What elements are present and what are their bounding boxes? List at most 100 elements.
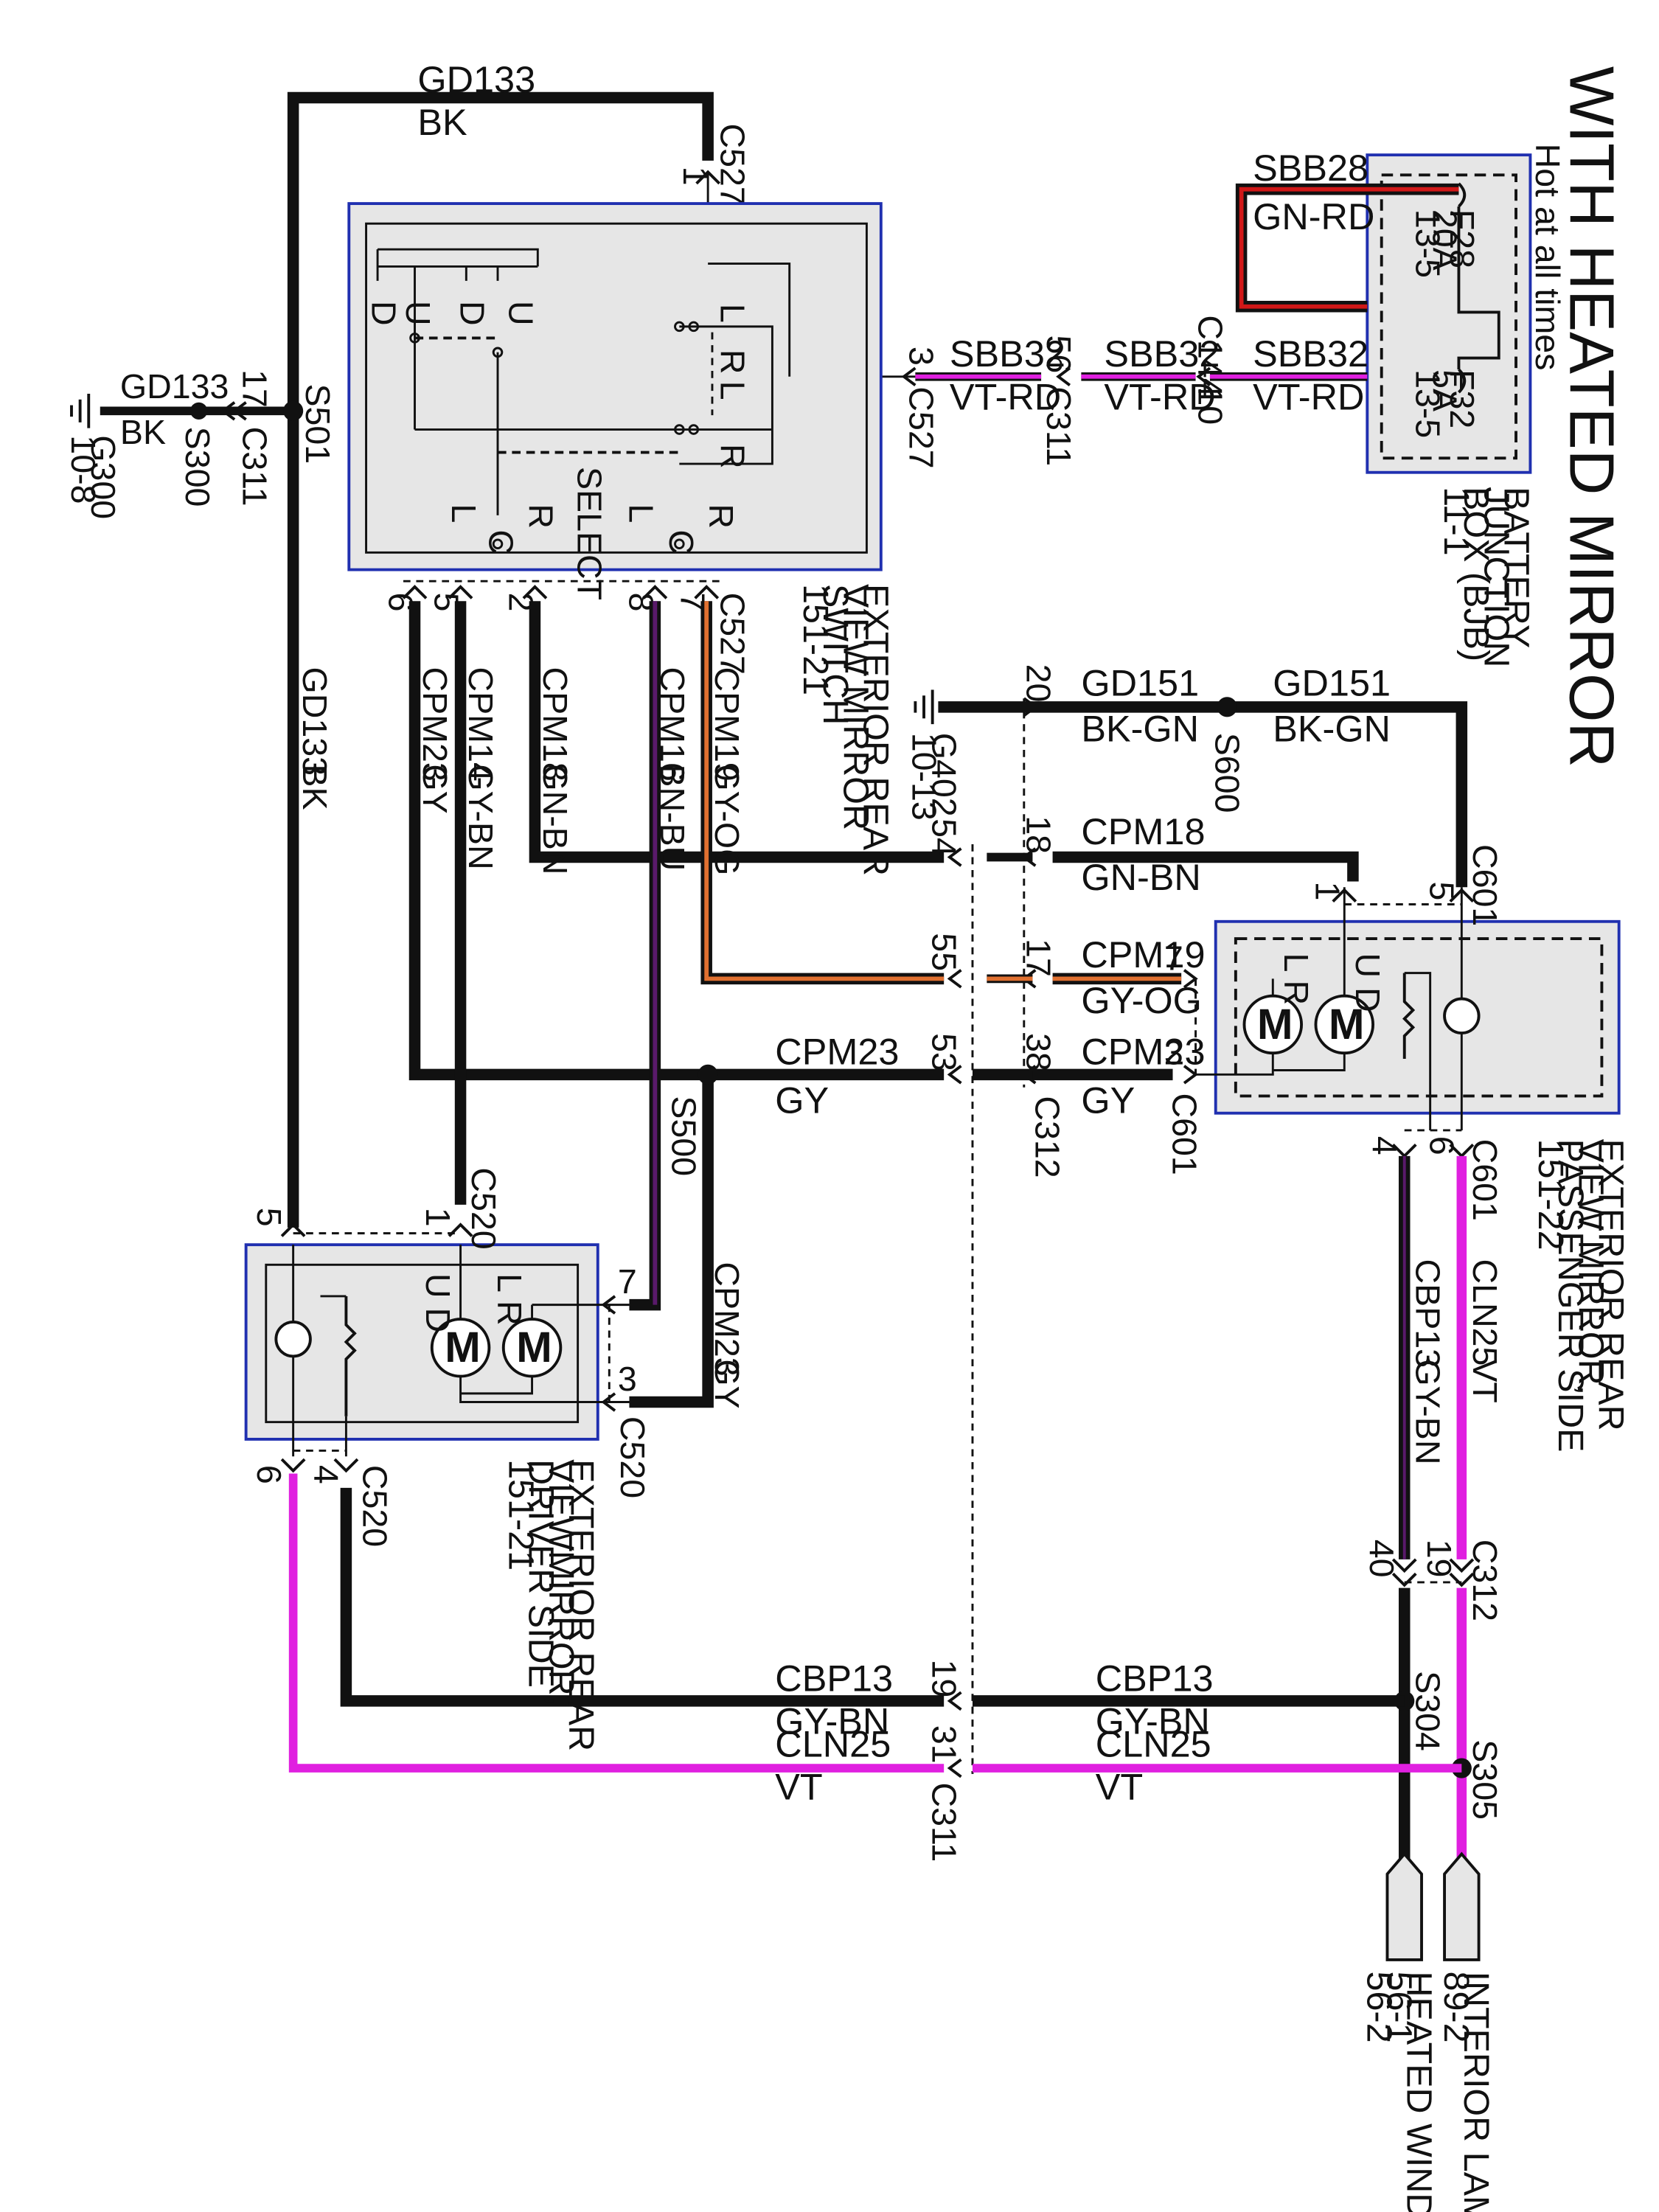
interior-lamps-ref: 89-2 [1436,1971,1476,2042]
c520-connector-bottom: C520 [356,1465,394,1547]
s600-splice: S600 [1208,733,1247,813]
driver-lr-label: L R [490,1273,529,1326]
passenger-mirror [1195,887,1621,1130]
switch-u-2: U [502,301,540,326]
c520-pin5: 5 [250,1208,288,1227]
bkgn-label-2: BK-GN [1273,707,1391,749]
vt-label-horiz-1: VT [775,1766,822,1808]
switch-l-1: L [714,304,752,323]
c312-pin18: 18 [1020,815,1058,854]
c601-connector-bottom: C601 [1466,1139,1504,1221]
cpm14-label: CPM14 [462,667,500,782]
driver-ref: 151-21 [501,1459,541,1571]
gd151-label-1: GD151 [1081,661,1199,703]
cpm19-label-vert: CPM19 [708,667,746,782]
switch-d-2: D [453,301,492,326]
wire-cpm16 [629,601,661,1311]
gyog-label-vert: GY-OG [708,764,746,875]
s300-splice: S300 [178,427,217,507]
gnbn-label-vert: GN-BN [536,764,574,874]
bk-label-vert: BK [296,764,334,810]
c601-connector-left: C601 [1166,1093,1204,1175]
bk-label-ground: BK [120,413,166,451]
fuse-f32-symbol [1458,368,1467,394]
c520-pin4: 4 [307,1465,346,1484]
passenger-name-line3: PASSENGER SIDE [1551,1139,1590,1453]
switch-name-line3: SWITCH [815,584,855,725]
sbb32-label-3: SBB32 [1253,333,1368,375]
s304-splice: S304 [1408,1671,1447,1751]
switch-u-1: U [399,301,437,326]
wire-cpm18 [529,601,1359,882]
c311-connector-top: C311 [1040,386,1078,466]
c144-pin10: 10 [1191,386,1229,425]
bjb-hot-label: Hot at all times [1528,144,1567,371]
cln25-label-horiz-1: CLN25 [775,1723,891,1765]
bkgn-label-1: BK-GN [1081,707,1199,749]
bjb-name-line2: JUNCTION [1476,487,1516,667]
gy-label-horiz-1: GY [775,1079,829,1121]
fuse-f32-rating: 5A [1426,369,1464,411]
ground-branch [70,394,304,428]
bnbu-label: BN-BU [653,764,692,871]
cbp13-label-vert: CBP13 [1408,1259,1447,1368]
c601-connector-top: C601 [1466,844,1504,926]
bk-label-top: BK [417,101,467,143]
s500-splice: S500 [665,1096,703,1176]
passenger-motor-lr: M [1257,1001,1293,1048]
interior-lamps-label: INTERIOR LAMPS [1456,1971,1496,2212]
gybn-label-cpm14: GY-BN [462,764,500,869]
c312-pin20: 20 [1020,664,1058,703]
vt-label-vert: VT [1466,1359,1504,1402]
c520-pin7: 7 [618,1262,637,1301]
c601-pin4: 4 [1366,1136,1404,1155]
c527-connector-top: C527 [714,123,752,205]
c601-pin1: 1 [1308,881,1346,900]
c520-connector-top: C520 [465,1167,503,1249]
heated-window-ref-1: 56-1 [1379,1971,1419,2042]
passenger-name-line1: EXTERIOR REAR [1591,1139,1631,1431]
c312-pin17: 17 [1020,939,1058,977]
c311-pin17: 17 [236,369,274,408]
g402-ground: G402 [925,733,964,817]
heated-window-terminal [1385,1851,1423,1961]
driver-name-line3: DRIVER SIDE [521,1459,561,1688]
bjb-name-line1: BATTERY [1497,487,1537,648]
mirror-switch [347,202,883,571]
bjb-ref: 11-1 [1436,487,1476,555]
sbb28-label: SBB28 [1253,147,1368,189]
switch-r-1: R [714,349,752,375]
c311-pin53: 53 [925,1033,964,1071]
wire-cpm23-driver [629,1074,714,1408]
driver-name-line2: VIEWMIRROR, [541,1459,581,1705]
c520-pin3: 3 [618,1360,637,1398]
sbb32-color-1: VT-RD [950,375,1061,417]
cpm16-label: CPM16 [653,667,692,782]
cpm23-label-driver: CPM23 [708,1262,746,1376]
wire-gd151 [938,701,1468,888]
cpm23-label-vert: CPM23 [416,667,454,782]
passenger-ref: 151-22 [1531,1139,1571,1251]
passenger-lr-label: L R [1277,953,1315,1005]
switch-name-line1: EXTERIOR REAR [856,584,896,876]
switch-pins [409,321,700,549]
sbb28-color: GN-RD [1253,195,1374,237]
c312-pin19: 19 [1420,1540,1458,1578]
sbb32-color-3: VT-RD [1253,375,1364,417]
c311-pin55: 55 [925,933,964,971]
c311-connector-bottom: C311 [925,1782,964,1862]
driver-mirror [244,1243,630,1457]
c601-pin5: 5 [1423,881,1461,900]
c312-pin38: 38 [1020,1033,1058,1071]
fuse-f28-label: F28 [1443,209,1481,268]
fuse-f28-symbol [1457,182,1467,229]
gnbn-label-horiz: GN-BN [1081,856,1200,898]
g402-ref: 10-13 [905,733,944,821]
switch-d-1: D [364,301,403,326]
wire-cln25-bottom [288,1473,1462,1773]
sbb32-label-1: SBB32 [950,333,1065,375]
c312-connector-lower: C312 [1466,1540,1504,1621]
gybn-label-horiz-1: GY-BN [775,1700,889,1742]
gy-label-horiz-2: GY [1081,1079,1135,1121]
interior-lamps-terminal [1443,1851,1481,1961]
